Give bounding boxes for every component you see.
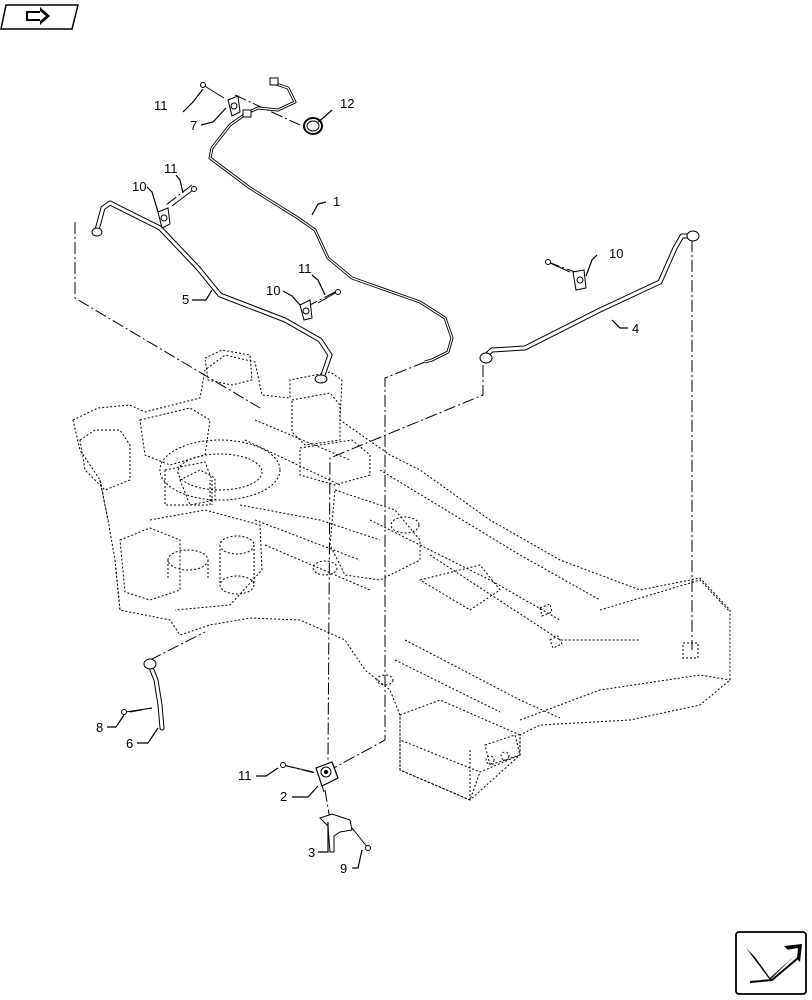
sensor-2[interactable]	[315, 761, 339, 793]
screw-9[interactable]	[351, 827, 371, 851]
wire-harness-1[interactable]	[208, 77, 454, 364]
top-nav-arrow-icon[interactable]	[0, 4, 79, 30]
leader-lines	[107, 88, 628, 869]
callout-5: 5	[182, 292, 189, 307]
callout-6: 6	[126, 736, 133, 751]
bolt-11-middle[interactable]	[317, 289, 341, 304]
clamp-10-right[interactable]	[572, 269, 587, 291]
tube-6[interactable]	[143, 658, 165, 731]
callout-11-left: 11	[164, 161, 178, 176]
plate-3[interactable]	[319, 813, 353, 853]
callout-4: 4	[632, 321, 639, 336]
clip-ring-12[interactable]	[303, 117, 323, 135]
bolt-11-left[interactable]	[171, 186, 197, 207]
bolt-10-right-screw[interactable]	[545, 259, 571, 273]
bolt-11-top[interactable]	[200, 82, 225, 99]
screw-8[interactable]	[121, 707, 153, 715]
callout-11-middle: 11	[298, 261, 312, 276]
callout-8: 8	[96, 720, 103, 735]
centerlines	[74, 94, 693, 821]
callout-7: 7	[190, 118, 197, 133]
tube-4[interactable]	[479, 230, 700, 364]
callout-9: 9	[340, 861, 347, 876]
next-page-arrow-icon[interactable]	[735, 931, 807, 995]
callout-12: 12	[340, 96, 354, 111]
callout-11-bottom: 11	[238, 768, 252, 783]
clamp-10-left[interactable]	[157, 207, 171, 229]
clamp-7[interactable]	[227, 95, 241, 117]
callout-3: 3	[308, 845, 315, 860]
callout-1: 1	[333, 194, 340, 209]
callout-10-right: 10	[609, 246, 623, 261]
tube-5[interactable]	[91, 200, 333, 384]
callout-2: 2	[280, 789, 287, 804]
callout-labels: 1 2 3 4 5 6 7 8 9 10 10 10 11 11 11 11 1…	[96, 96, 639, 876]
callout-10-left: 10	[132, 179, 146, 194]
clamp-10-middle[interactable]	[299, 299, 313, 321]
callout-10-middle: 10	[266, 283, 280, 298]
bolt-11-bottom[interactable]	[280, 762, 314, 773]
machine-frame	[72, 349, 731, 801]
callout-11-top: 11	[154, 98, 168, 113]
